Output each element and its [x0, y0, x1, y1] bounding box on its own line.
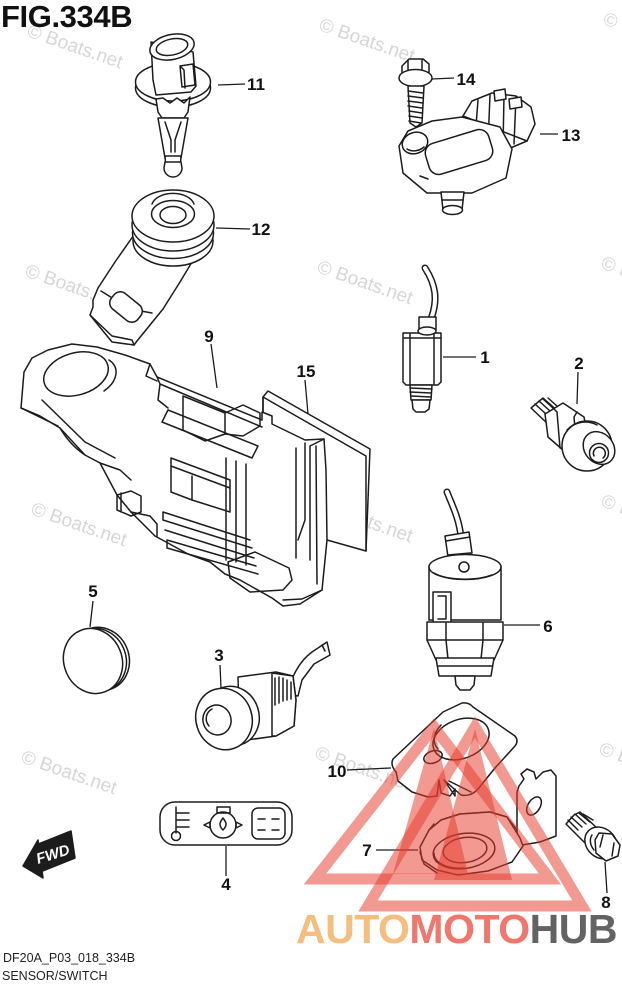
svg-text:8: 8	[601, 893, 610, 912]
svg-text:SENSOR/SWITCH: SENSOR/SWITCH	[2, 969, 108, 983]
svg-text:3: 3	[214, 646, 223, 665]
svg-text:7: 7	[362, 841, 371, 860]
svg-text:5: 5	[88, 582, 97, 601]
svg-text:10: 10	[328, 762, 347, 781]
svg-text:AUTOMOTOHUB: AUTOMOTOHUB	[296, 906, 617, 952]
svg-text:9: 9	[204, 327, 213, 346]
svg-text:15: 15	[297, 362, 316, 381]
svg-text:1: 1	[480, 348, 489, 367]
svg-text:FIG.334B: FIG.334B	[1, 0, 132, 34]
svg-text:4: 4	[221, 875, 231, 894]
svg-text:11: 11	[247, 75, 265, 94]
svg-text:6: 6	[543, 617, 552, 636]
svg-text:DF20A_P03_018_334B: DF20A_P03_018_334B	[3, 951, 135, 965]
svg-text:12: 12	[252, 220, 271, 239]
svg-text:14: 14	[457, 70, 476, 89]
svg-text:2: 2	[574, 354, 583, 373]
svg-text:13: 13	[562, 126, 581, 145]
